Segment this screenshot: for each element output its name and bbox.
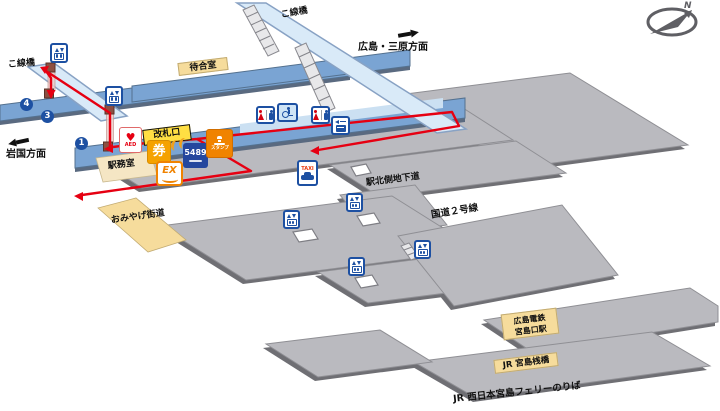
hiroshima-direction-label: 広島・三原方面 xyxy=(358,42,428,53)
ex-reservation-icon: EX xyxy=(156,161,183,186)
compass-icon xyxy=(646,7,698,37)
omiyage-pad xyxy=(97,197,187,253)
elevator-icon xyxy=(283,210,300,229)
compass-north-label: N xyxy=(684,1,692,11)
block-north-plaza xyxy=(328,140,568,198)
underpass-openings xyxy=(292,163,381,289)
stamp-icon: スタンプ xyxy=(206,129,233,158)
route-arrowheads xyxy=(40,66,319,201)
platform-number-1: 1 xyxy=(75,137,88,150)
iwakuni-direction-label: 岩国方面 xyxy=(6,149,46,160)
city-blocks xyxy=(89,72,719,402)
elevator-icon xyxy=(414,240,431,259)
top-footbridge xyxy=(234,2,469,134)
midori-5489-label: 5489 xyxy=(184,148,207,158)
elevator-icon xyxy=(346,193,363,212)
wheelchair-access-icon xyxy=(277,103,298,122)
heart-icon: ♥ xyxy=(125,130,136,144)
platform-number-4: 4 xyxy=(20,98,33,111)
block-south-west xyxy=(264,329,434,378)
toilet-icon xyxy=(311,106,330,124)
platform-number-3: 3 xyxy=(41,110,54,123)
block-ferry xyxy=(412,331,712,399)
stairs-to-concourse xyxy=(294,42,336,114)
block-hiroden xyxy=(482,287,719,353)
taxi-stand-icon: TAXI xyxy=(297,160,318,186)
ticket-office-label: 券 xyxy=(152,143,166,159)
ex-label: EX xyxy=(162,164,177,176)
stairs xyxy=(242,4,420,261)
aed-label: AED xyxy=(124,141,137,148)
midori-5489-icon: 5489 xyxy=(183,143,208,168)
aed-icon: ♥ AED xyxy=(119,127,142,153)
elevator-icon xyxy=(105,86,123,106)
taxi-label: TAXI xyxy=(301,166,314,173)
toilet-icon xyxy=(256,106,275,124)
elevator-icon xyxy=(348,257,365,276)
stamp-label: スタンプ xyxy=(210,145,229,151)
elevator-icon xyxy=(50,43,68,63)
ticket-machine-icon xyxy=(331,116,350,135)
block-center-east xyxy=(397,204,619,307)
left-footbridge-label: こ線橋 xyxy=(7,58,36,70)
